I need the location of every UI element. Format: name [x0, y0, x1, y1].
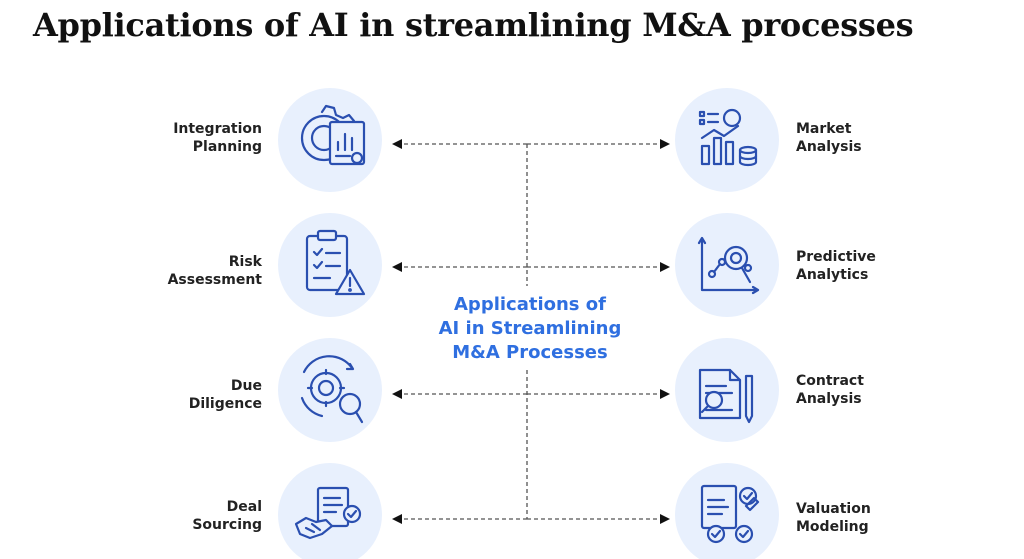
gear-magnifier-icon [278, 338, 382, 442]
label-deal-sourcing: Deal Sourcing [192, 499, 262, 533]
graph-magnifier-icon [675, 213, 779, 317]
center-label: Applications of AI in Streamlining M&A P… [438, 294, 622, 363]
label-due-diligence: Due Diligence [188, 378, 262, 412]
clipboard-warning-icon [278, 213, 382, 317]
bar-chart-coins-icon [675, 88, 779, 192]
label-contract-analysis: Contract Analysis [796, 373, 864, 407]
label-integration-planning: Integration Planning [173, 121, 262, 155]
gear-document-chart-icon [278, 88, 382, 192]
label-risk-assessment: Risk Assessment [167, 254, 262, 288]
handshake-document-icon [278, 463, 382, 559]
document-checkmark-icon [675, 463, 779, 559]
label-predictive-analytics: Predictive Analytics [796, 249, 876, 283]
label-market-analysis: Market Analysis [796, 121, 862, 155]
label-valuation-modeling: Valuation Modeling [796, 501, 871, 535]
page-title: Applications of AI in streamlining M&A p… [33, 6, 914, 44]
contract-pen-icon [675, 338, 779, 442]
